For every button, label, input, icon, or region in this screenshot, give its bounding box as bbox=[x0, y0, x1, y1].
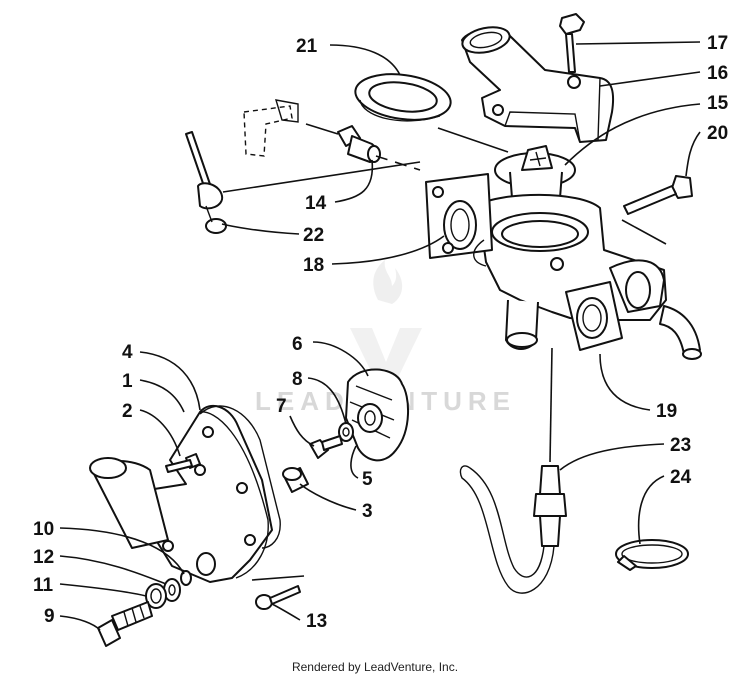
callout-19: 19 bbox=[656, 401, 677, 422]
part-pump-cover-1 bbox=[89, 404, 273, 583]
part-bolt-17 bbox=[559, 13, 585, 73]
part-o-ring-4 bbox=[199, 405, 281, 549]
callout-numbers: 21 17 16 15 20 14 22 18 19 6 4 1 8 2 7 5… bbox=[33, 33, 729, 632]
callout-1: 1 bbox=[122, 371, 133, 392]
callout-3: 3 bbox=[362, 501, 373, 522]
callout-24: 24 bbox=[670, 467, 692, 488]
callout-18: 18 bbox=[303, 255, 324, 276]
watermark-logo bbox=[350, 260, 422, 390]
callout-5: 5 bbox=[362, 469, 373, 490]
callout-14: 14 bbox=[305, 193, 327, 214]
callout-4: 4 bbox=[122, 342, 133, 363]
callout-22: 22 bbox=[303, 225, 324, 246]
part-gasket-21 bbox=[354, 73, 452, 122]
callout-9: 9 bbox=[44, 606, 55, 627]
part-thermostat-cover bbox=[461, 26, 615, 143]
part-thermostat-15 bbox=[494, 145, 576, 208]
callout-2: 2 bbox=[122, 401, 133, 422]
footer-credit: Rendered by LeadVenture, Inc. bbox=[291, 660, 459, 674]
part-bolt-7 bbox=[309, 435, 343, 459]
callout-6: 6 bbox=[292, 334, 303, 355]
leader-lines bbox=[59, 41, 701, 631]
part-screw-13 bbox=[255, 585, 301, 610]
part-plug-9 bbox=[97, 601, 153, 647]
callout-16: 16 bbox=[707, 63, 728, 84]
callout-13: 13 bbox=[306, 611, 327, 632]
part-fitting-14 bbox=[337, 125, 381, 163]
callout-15: 15 bbox=[707, 93, 729, 114]
callout-8: 8 bbox=[292, 369, 303, 390]
part-clamp-22 bbox=[185, 131, 227, 234]
callout-21: 21 bbox=[296, 36, 318, 57]
part-screw-2 bbox=[165, 453, 201, 473]
part-main-housing bbox=[425, 173, 702, 360]
part-clamp-24 bbox=[615, 539, 689, 571]
callout-7: 7 bbox=[276, 396, 287, 417]
part-bolt-20 bbox=[623, 175, 693, 215]
assembly-center-lines bbox=[222, 123, 667, 581]
callout-20: 20 bbox=[707, 123, 728, 144]
part-seal-3 bbox=[282, 467, 309, 493]
part-sensor-23 bbox=[459, 465, 567, 594]
callout-12: 12 bbox=[33, 547, 54, 568]
hose-outline-dashed bbox=[243, 105, 293, 157]
hose-end bbox=[275, 99, 299, 123]
part-impeller-6 bbox=[345, 368, 410, 462]
callout-10: 10 bbox=[33, 519, 54, 540]
part-washer-8 bbox=[338, 422, 354, 442]
callout-23: 23 bbox=[670, 435, 691, 456]
callout-17: 17 bbox=[707, 33, 728, 54]
callout-11: 11 bbox=[33, 575, 54, 596]
part-washer-10 bbox=[180, 570, 192, 586]
